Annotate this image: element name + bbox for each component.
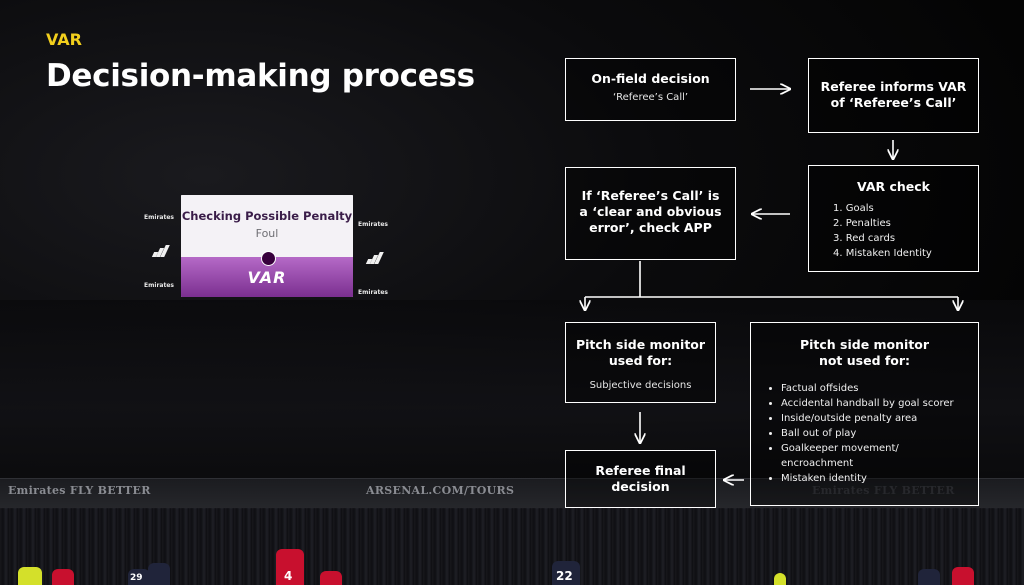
emirates-logo: Emirates [144, 281, 174, 289]
box-title: Referee final decision [595, 463, 686, 494]
referee-informs-var-box: Referee informs VAR of ‘Referee’s Call’ [808, 58, 979, 133]
player [18, 567, 42, 585]
sponsor-column-left: Emirates Emirates [144, 200, 174, 302]
var-logo: VAR [247, 268, 287, 287]
box-title: Referee informs VAR of ‘Referee’s Call’ [820, 79, 967, 110]
var-check-list: Goals Penalties Red cards Mistaken Ident… [809, 201, 978, 261]
list-item: Inside/outside penalty area [781, 411, 964, 426]
box-subtitle: Subjective decisions [589, 380, 692, 391]
player [148, 563, 170, 585]
box-title: Pitch side monitor used for: [575, 337, 706, 368]
adidas-logo [358, 241, 388, 275]
box-subtitle: ‘Referee’s Call’ [612, 92, 689, 103]
screen-title: Checking Possible Penalty [181, 209, 353, 223]
player [918, 569, 940, 585]
var-screen: Checking Possible Penalty Foul VAR [181, 195, 353, 297]
monitor-used-box: Pitch side monitor used for: Subjective … [565, 322, 716, 403]
on-field-decision-box: On-field decision ‘Referee’s Call’ [565, 58, 736, 121]
kicker: VAR [46, 30, 82, 49]
player [774, 573, 786, 585]
referee-final-decision-box: Referee final decision [565, 450, 716, 508]
ad-board-text: Emirates FLY BETTER [8, 484, 151, 497]
emirates-logo: Emirates [358, 288, 388, 296]
list-item: Goals [845, 203, 874, 214]
ad-board-text: ARSENAL.COM/TOURS [366, 484, 515, 497]
box-title: If ‘Referee’s Call’ is a ‘clear and obvi… [579, 188, 722, 235]
stand [0, 300, 1024, 480]
player [320, 571, 342, 585]
box-title: Pitch side monitor not used for: [799, 337, 930, 368]
player [52, 569, 74, 585]
player-number: 29 [130, 573, 143, 583]
crowd [0, 508, 1024, 585]
player [952, 567, 974, 585]
emirates-logo: Emirates [144, 213, 174, 221]
list-item: Mistaken identity [781, 471, 964, 486]
player-number: 22 [556, 569, 573, 583]
adidas-logo [144, 234, 174, 268]
page-title: Decision-making process [46, 58, 475, 94]
list-item: Red cards [845, 233, 896, 244]
list-item: Accidental handball by goal scorer [781, 396, 964, 411]
ad-board [0, 478, 1024, 509]
ad-board-text: Emirates FLY BETTER [812, 484, 955, 497]
box-title: On-field decision [591, 71, 710, 86]
screen-subtitle: Foul [255, 227, 279, 240]
player-number: 4 [284, 569, 293, 583]
list-item: Goalkeeper movement/ encroachment [781, 441, 964, 471]
premier-league-icon [261, 251, 276, 266]
list-item: Factual offsides [781, 381, 964, 396]
sponsor-column-right: Emirates Emirates [358, 207, 388, 309]
list-item: Mistaken Identity [845, 248, 932, 259]
player: 29 [128, 569, 150, 585]
clear-error-box: If ‘Referee’s Call’ is a ‘clear and obvi… [565, 167, 736, 260]
player: 4 [276, 549, 304, 585]
player: 22 [552, 561, 580, 585]
list-item: Penalties [845, 218, 891, 229]
box-title: VAR check [857, 179, 930, 194]
monitor-not-used-box: Pitch side monitor not used for: Factual… [750, 322, 979, 506]
monitor-not-used-list: Factual offsides Accidental handball by … [751, 381, 964, 486]
list-item: Ball out of play [781, 426, 964, 441]
emirates-logo: Emirates [358, 220, 388, 228]
var-check-box: VAR check Goals Penalties Red cards Mist… [808, 165, 979, 272]
